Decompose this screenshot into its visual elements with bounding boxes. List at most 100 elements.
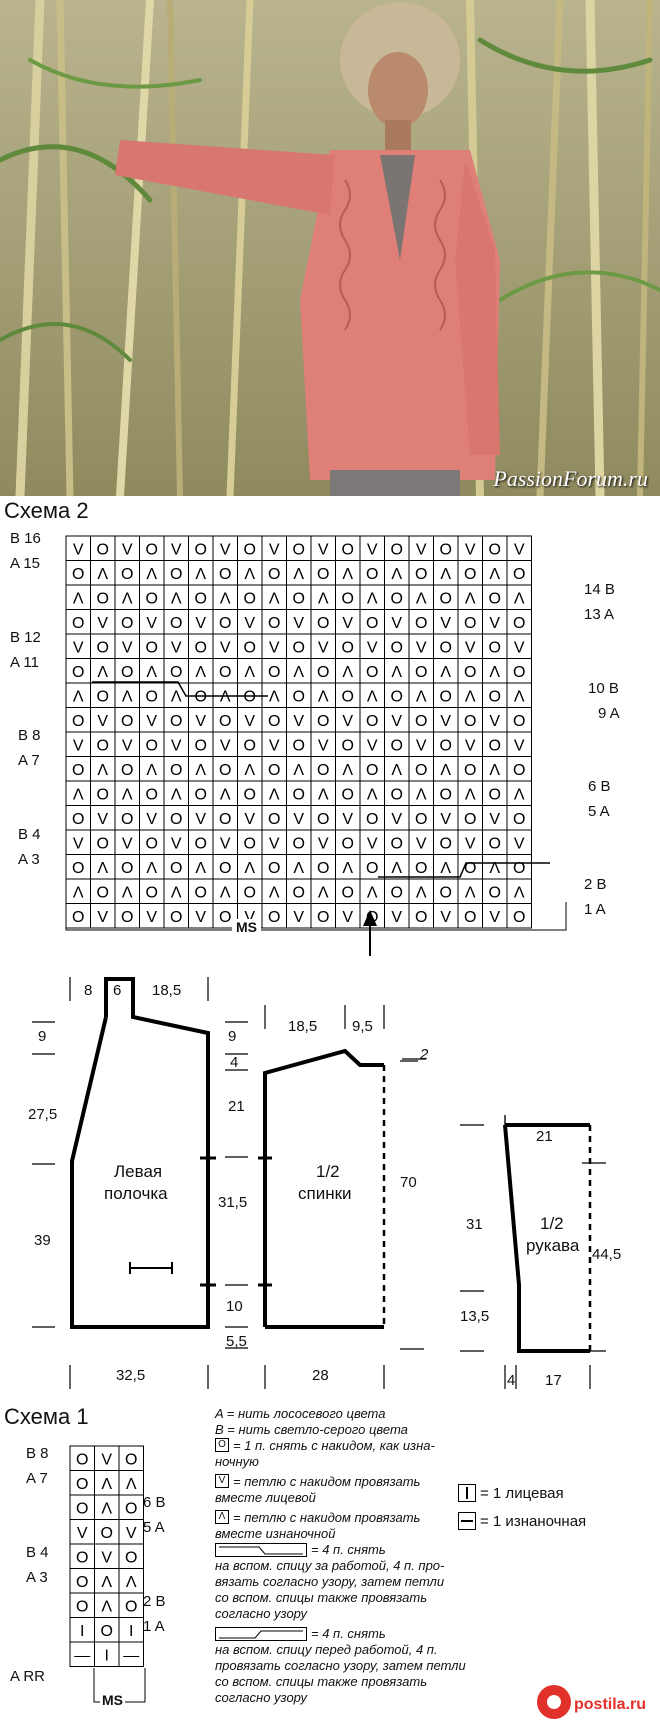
- grid-cell: [286, 707, 312, 733]
- back-name-1: 1/2: [316, 1162, 340, 1181]
- grid-cell: [237, 707, 263, 733]
- s2-left-b16: B 16: [10, 530, 41, 547]
- sleeve-right: 44,5: [592, 1246, 622, 1263]
- grid-cell: [90, 633, 116, 659]
- stitch-symbol: O: [391, 541, 403, 558]
- stitch-symbol: O: [489, 639, 501, 656]
- grid-cell: [310, 903, 336, 929]
- stitch-symbol: O: [464, 615, 476, 632]
- stitch-symbol: V: [342, 909, 353, 926]
- stitch-symbol: O: [97, 786, 109, 803]
- stitch-symbol: V: [440, 909, 451, 926]
- grid-cell: [65, 560, 91, 586]
- legend-knit: = 1 лицевая: [458, 1484, 564, 1502]
- stitch-symbol: O: [97, 688, 109, 705]
- sleeve-name-1: 1/2: [540, 1214, 564, 1233]
- stitch-symbol: O: [121, 664, 133, 681]
- legend-v-cont: вместе лицевой: [215, 1490, 316, 1505]
- grid-cell: [212, 829, 238, 855]
- grid-cell: [506, 878, 532, 904]
- grid-cell: [65, 805, 91, 831]
- grid-cell: [384, 903, 410, 929]
- stitch-symbol: O: [464, 566, 476, 583]
- grid-cell: [335, 633, 361, 659]
- stitch-symbol: V: [122, 639, 133, 656]
- stitch-symbol: O: [72, 615, 84, 632]
- grid-cell: [335, 854, 361, 880]
- stitch-symbol: O: [513, 860, 525, 877]
- stitch-symbol: O: [342, 737, 354, 754]
- legend-cable1: = 4 п. снять: [215, 1542, 655, 1558]
- grid-cell: [212, 878, 238, 904]
- stitch-symbol: O: [391, 737, 403, 754]
- stitch-symbol: V: [97, 615, 108, 632]
- grid-cell: [286, 633, 312, 659]
- front-w-185: 18,5: [152, 982, 182, 999]
- cable-line: [92, 681, 268, 697]
- stitch-symbol: V: [293, 615, 304, 632]
- stitch-symbol: O: [170, 664, 182, 681]
- stitch-symbol: V: [171, 835, 182, 852]
- stitch-symbol: O: [195, 884, 207, 901]
- stitch-symbol: O: [317, 713, 329, 730]
- stitch-symbol: Λ: [220, 884, 231, 901]
- stitch-symbol: Λ: [293, 566, 304, 583]
- schema2-title: Схема 2: [4, 498, 89, 523]
- cable2-line: провязать согласно узору, затем петли: [215, 1658, 466, 1673]
- grid-cell: [482, 780, 508, 806]
- cable2-line: согласно узору: [215, 1690, 307, 1705]
- stitch-symbol: Λ: [244, 860, 255, 877]
- stitch-symbol: Λ: [146, 566, 157, 583]
- grid-cell: [384, 829, 410, 855]
- stitch-symbol: Λ: [97, 566, 108, 583]
- grid-cell: [482, 658, 508, 684]
- stitch-symbol: V: [489, 909, 500, 926]
- stitch-symbol: O: [72, 762, 84, 779]
- s1-right-5a: 5 A: [143, 1519, 165, 1536]
- stitch-symbol: V: [73, 541, 84, 558]
- grid-cell: [163, 707, 189, 733]
- stitch-symbol: O: [489, 737, 501, 754]
- stitch-symbol: O: [366, 811, 378, 828]
- stitch-symbol: O: [391, 688, 403, 705]
- grid-cell: [163, 535, 189, 561]
- s2-ms-label: MS: [232, 919, 261, 935]
- grid-cell: [69, 1519, 95, 1545]
- stitch-symbol: O: [170, 811, 182, 828]
- grid-cell: [237, 805, 263, 831]
- stitch-symbol: Λ: [244, 566, 255, 583]
- grid-cell: [118, 1641, 144, 1667]
- stitch-symbol: Λ: [367, 786, 378, 803]
- stitch-symbol: O: [268, 811, 280, 828]
- grid-cell: [384, 780, 410, 806]
- stitch-symbol: O: [72, 811, 84, 828]
- front-w-6: 6: [113, 982, 122, 999]
- stitch-symbol: O: [317, 615, 329, 632]
- stitch-symbol: V: [73, 835, 84, 852]
- stitch-symbol: Λ: [465, 884, 476, 901]
- stitch-symbol: V: [122, 541, 133, 558]
- stitch-symbol: O: [317, 566, 329, 583]
- stitch-symbol: O: [76, 1598, 88, 1615]
- stitch-symbol: V: [293, 713, 304, 730]
- stitch-symbol: O: [170, 615, 182, 632]
- stitch-symbol: V: [318, 639, 329, 656]
- cable-left-icon: [215, 1627, 307, 1641]
- stitch-symbol: Λ: [73, 884, 84, 901]
- grid-cell: [433, 682, 459, 708]
- stitch-symbol: O: [170, 762, 182, 779]
- legend-a: A = нить лососевого цвета: [215, 1406, 386, 1421]
- grid-cell: [118, 1445, 144, 1471]
- grid-cell: [212, 756, 238, 782]
- stitch-symbol: Λ: [465, 590, 476, 607]
- stitch-symbol: V: [269, 737, 280, 754]
- stitch-symbol: Λ: [293, 664, 304, 681]
- stitch-symbol: Λ: [97, 860, 108, 877]
- stitch-symbol: Λ: [391, 762, 402, 779]
- stitch-symbol: O: [195, 737, 207, 754]
- stitch-symbol: O: [489, 786, 501, 803]
- stitch-symbol: O: [244, 541, 256, 558]
- stitch-symbol: O: [76, 1500, 88, 1517]
- stitch-symbol: O: [293, 835, 305, 852]
